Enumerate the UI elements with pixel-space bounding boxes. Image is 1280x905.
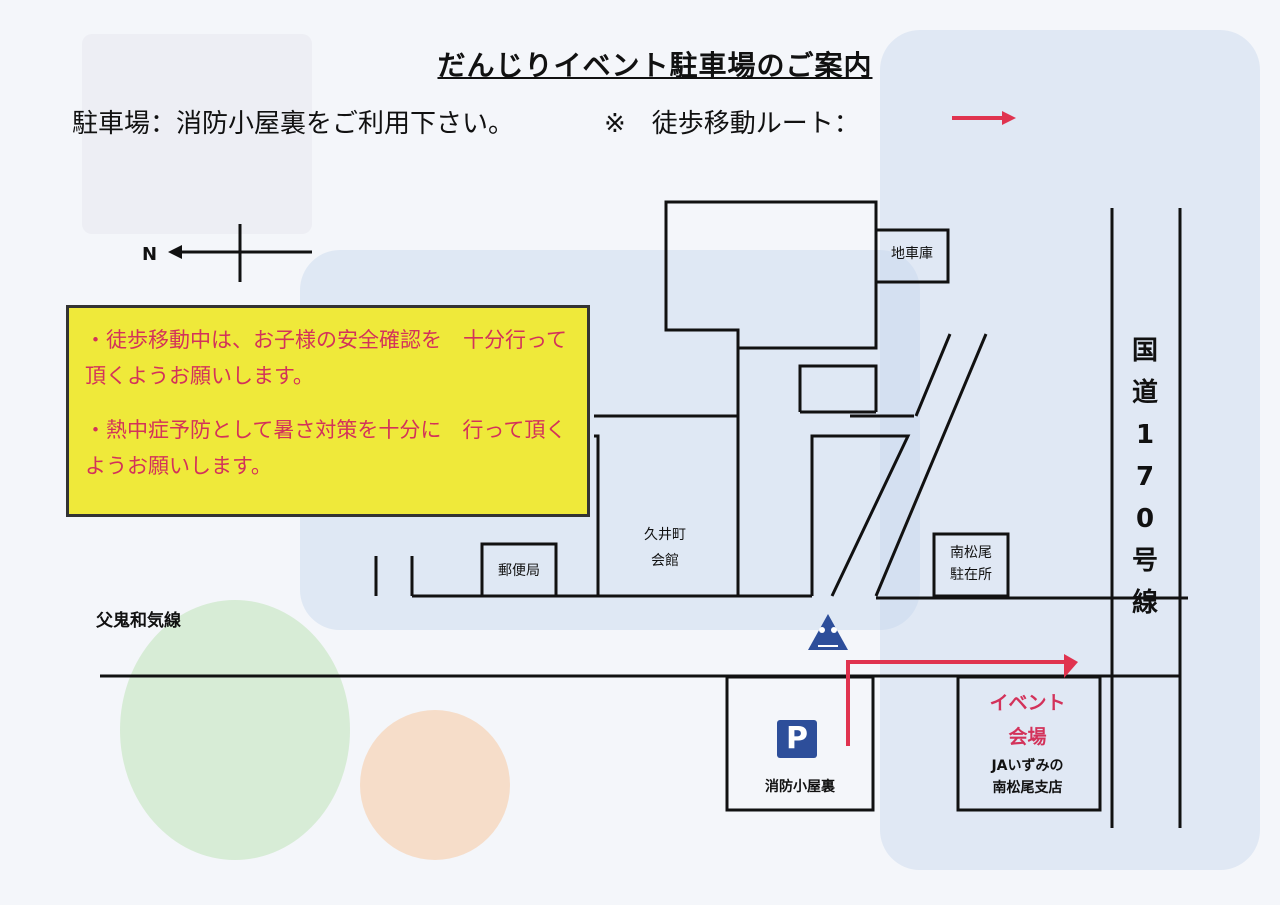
route-char: 1 <box>1135 420 1155 450</box>
route-char: 道 <box>1131 378 1158 408</box>
ja-label: JAいずみの 南松尾支店 <box>960 755 1095 799</box>
building-block-north <box>664 200 878 416</box>
route-char: 号 <box>1131 546 1158 576</box>
diagonal-road-2 <box>914 333 952 417</box>
national-route-label: 国 道 1 7 0 号 線 <box>1130 330 1160 624</box>
pedestrian-crossing-icon <box>808 614 848 650</box>
walking-route-path <box>846 654 1078 746</box>
garage-building <box>874 228 950 284</box>
building-block-west-inner <box>594 434 600 596</box>
route-char: 線 <box>1131 588 1158 618</box>
parking-icon: P <box>777 720 817 758</box>
police-label-line2: 駐在所 <box>950 567 992 583</box>
route-char: 国 <box>1131 336 1158 366</box>
garage-label: 地車庫 <box>891 246 933 262</box>
background-blob <box>120 600 350 860</box>
building-block-north-2 <box>798 364 878 412</box>
qr-code-area <box>82 34 312 234</box>
notice-line-1: ・徒歩移動中は、お子様の安全確認を 十分行って頂くようお願いします。 <box>85 328 567 388</box>
event-label-line2: 会場 <box>1008 726 1047 748</box>
post-office-building <box>480 542 558 598</box>
event-label-line1: イベント <box>989 692 1066 714</box>
event-venue-label: イベント 会場 <box>960 686 1095 754</box>
police-label-line1: 南松尾 <box>950 545 992 561</box>
police-box-building <box>932 532 1010 598</box>
ja-label-line1: JAいずみの <box>991 758 1064 774</box>
road-label-west: 父鬼和気線 <box>96 611 181 631</box>
notice-line-2: ・熱中症予防として暑さ対策を十分に 行って頂くようお願いします。 <box>85 418 567 478</box>
parking-info: 駐車場：消防小屋裏をご利用下さい。 <box>72 109 515 139</box>
route-legend-label: ※ 徒歩移動ルート： <box>604 109 860 139</box>
page-title: だんじりイベント駐車場のご案内 <box>437 49 873 82</box>
post-office-label: 郵便局 <box>498 563 540 579</box>
route-char: 7 <box>1135 462 1155 492</box>
compass-north-label: N <box>142 244 158 265</box>
hall-label-line2: 会館 <box>651 553 679 569</box>
safety-notice-box: ・徒歩移動中は、お子様の安全確認を 十分行って頂くようお願いします。 ・熱中症予… <box>66 305 590 517</box>
ja-building <box>956 675 1102 812</box>
fire-station-label: 消防小屋裏 <box>765 779 835 795</box>
diagonal-road-1 <box>874 333 988 597</box>
route-legend-arrow <box>952 111 1016 125</box>
ja-label-line2: 南松尾支店 <box>992 780 1063 796</box>
compass-icon <box>168 224 312 282</box>
route-char: 0 <box>1135 504 1155 534</box>
background-blob <box>360 710 510 860</box>
building-block-center <box>810 434 911 597</box>
background-blob <box>880 30 1260 870</box>
fire-station-building <box>725 675 875 812</box>
hall-label-line1: 久井町 <box>644 527 686 543</box>
